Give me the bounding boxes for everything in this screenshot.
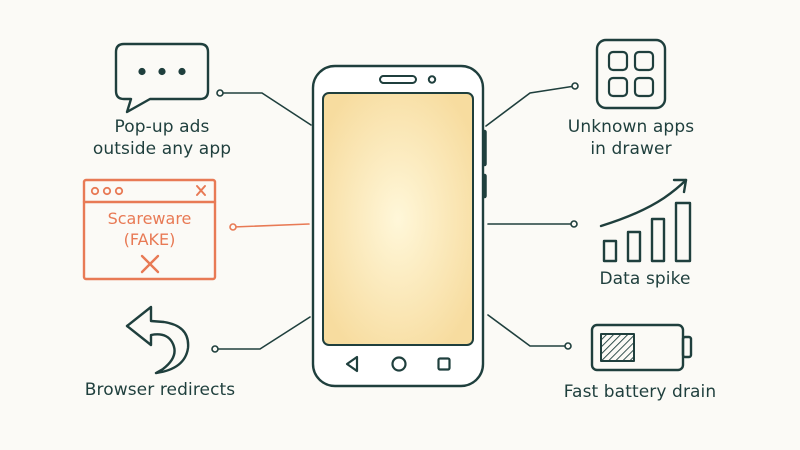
phone	[311, 64, 487, 388]
chat-bubble-icon	[114, 42, 210, 114]
label-scareware-line-1: Scareware	[107, 209, 192, 228]
phone-camera	[427, 75, 437, 84]
label-browser-redirects: Browser redirects	[55, 379, 265, 401]
label-battery-drain-line-1: Fast battery drain	[563, 382, 717, 402]
label-popup-ads-line-2: outside any app	[92, 139, 232, 159]
connector-unknown-apps	[485, 82, 579, 127]
connector-data-spike	[487, 220, 578, 228]
bar-chart-up-icon	[599, 178, 692, 263]
label-data-spike: Data spike	[545, 268, 745, 290]
label-unknown-apps: Unknown apps in drawer	[531, 116, 731, 160]
back-triangle-icon[interactable]	[345, 355, 359, 373]
label-scareware: Scareware (FAKE)	[84, 208, 215, 250]
redirect-arrow-icon	[125, 305, 190, 375]
low-battery-icon	[590, 323, 693, 372]
label-unknown-apps-line-2: in drawer	[590, 139, 672, 159]
label-battery-drain: Fast battery drain	[535, 381, 745, 403]
connector-battery-drain	[487, 314, 572, 350]
label-data-spike-line-1: Data spike	[599, 269, 691, 289]
label-popup-ads-line-1: Pop-up ads	[114, 117, 210, 137]
connectors	[211, 82, 579, 353]
label-browser-redirects-line-1: Browser redirects	[84, 380, 236, 400]
phone-speaker	[379, 75, 417, 84]
connector-scareware	[229, 223, 310, 231]
home-circle-icon[interactable]	[391, 356, 407, 372]
recents-square-icon[interactable]	[437, 357, 451, 371]
browser-window-icon	[82, 178, 217, 281]
label-unknown-apps-line-1: Unknown apps	[567, 117, 695, 137]
phone-screen	[322, 92, 474, 346]
label-popup-ads: Pop-up ads outside any app	[62, 116, 262, 160]
fake-x-icon	[140, 254, 160, 274]
connector-browser-redirects	[211, 316, 311, 353]
label-scareware-line-2: (FAKE)	[123, 230, 176, 249]
app-grid-icon	[595, 38, 667, 110]
connector-popup-ads	[216, 89, 312, 126]
